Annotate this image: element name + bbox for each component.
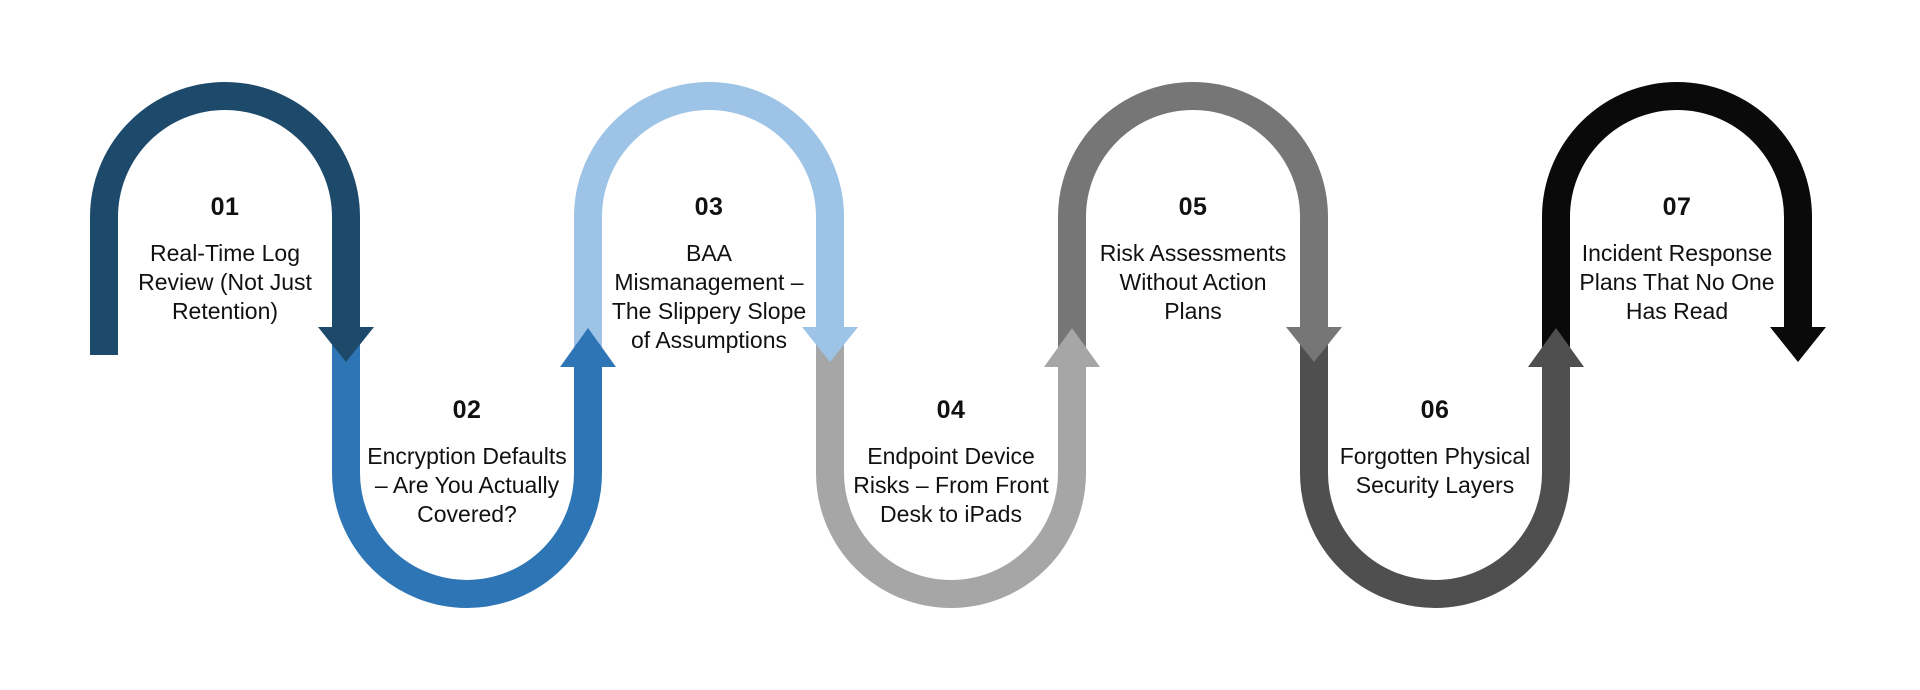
step-title-line: Real-Time Log <box>150 240 300 266</box>
step-number: 02 <box>452 396 482 424</box>
step-number: 04 <box>936 396 966 424</box>
step-title-line: Mismanagement – <box>614 269 804 295</box>
flow-arrow-down-icon <box>1286 327 1342 362</box>
step-title-line: Retention) <box>171 298 279 324</box>
step-title-line: The Slippery Slope <box>611 298 807 324</box>
flow-arrow-down-icon <box>318 327 374 362</box>
step-title-line: Forgotten Physical <box>1339 443 1531 469</box>
step-title-line: Risk Assessments <box>1099 240 1287 266</box>
step-number: 05 <box>1178 193 1208 221</box>
step-title-line: Covered? <box>417 501 517 527</box>
step-title-line: of Assumptions <box>631 327 787 353</box>
flow-arc-05 <box>1058 82 1328 350</box>
flow-arrow-down-icon <box>1770 327 1826 362</box>
step-number: 01 <box>210 193 240 221</box>
step-title-line: Desk to iPads <box>880 501 1022 527</box>
step-title-line: Endpoint Device <box>867 443 1035 469</box>
flow-arc-07 <box>1542 82 1812 350</box>
step-title-line: Risks – From Front <box>853 472 1049 498</box>
flow-arrow-up-icon <box>1528 328 1584 367</box>
step-number: 06 <box>1420 396 1450 424</box>
step-title-line: Plans <box>1164 298 1222 324</box>
step-title-line: Encryption Defaults <box>367 443 567 469</box>
step-title-line: Security Layers <box>1355 472 1515 498</box>
step-title-line: Plans That No One <box>1579 269 1775 295</box>
flow-arrow-up-icon <box>560 328 616 367</box>
flow-arrow-down-icon <box>802 327 858 362</box>
step-title-line: – Are You Actually <box>374 472 560 498</box>
flow-arc-02 <box>332 340 602 608</box>
step-title: BAA Mismanagement – The Slippery Slope of A… <box>579 239 839 355</box>
step-number: 03 <box>694 193 724 221</box>
flow-arc-01 <box>90 82 360 355</box>
flow-arrow-up-icon <box>1044 328 1100 367</box>
flow-arc-04 <box>816 340 1086 608</box>
flow-arc-03 <box>574 82 844 350</box>
flow-arc-06 <box>1300 340 1570 608</box>
step-title-line: Incident Response <box>1581 240 1773 266</box>
step-title-line: Has Read <box>1625 298 1729 324</box>
step-number: 07 <box>1662 193 1692 221</box>
step-title-line: Without Action <box>1119 269 1267 295</box>
step-title-line: BAA <box>685 240 733 266</box>
step-title-line: Review (Not Just <box>138 269 312 295</box>
